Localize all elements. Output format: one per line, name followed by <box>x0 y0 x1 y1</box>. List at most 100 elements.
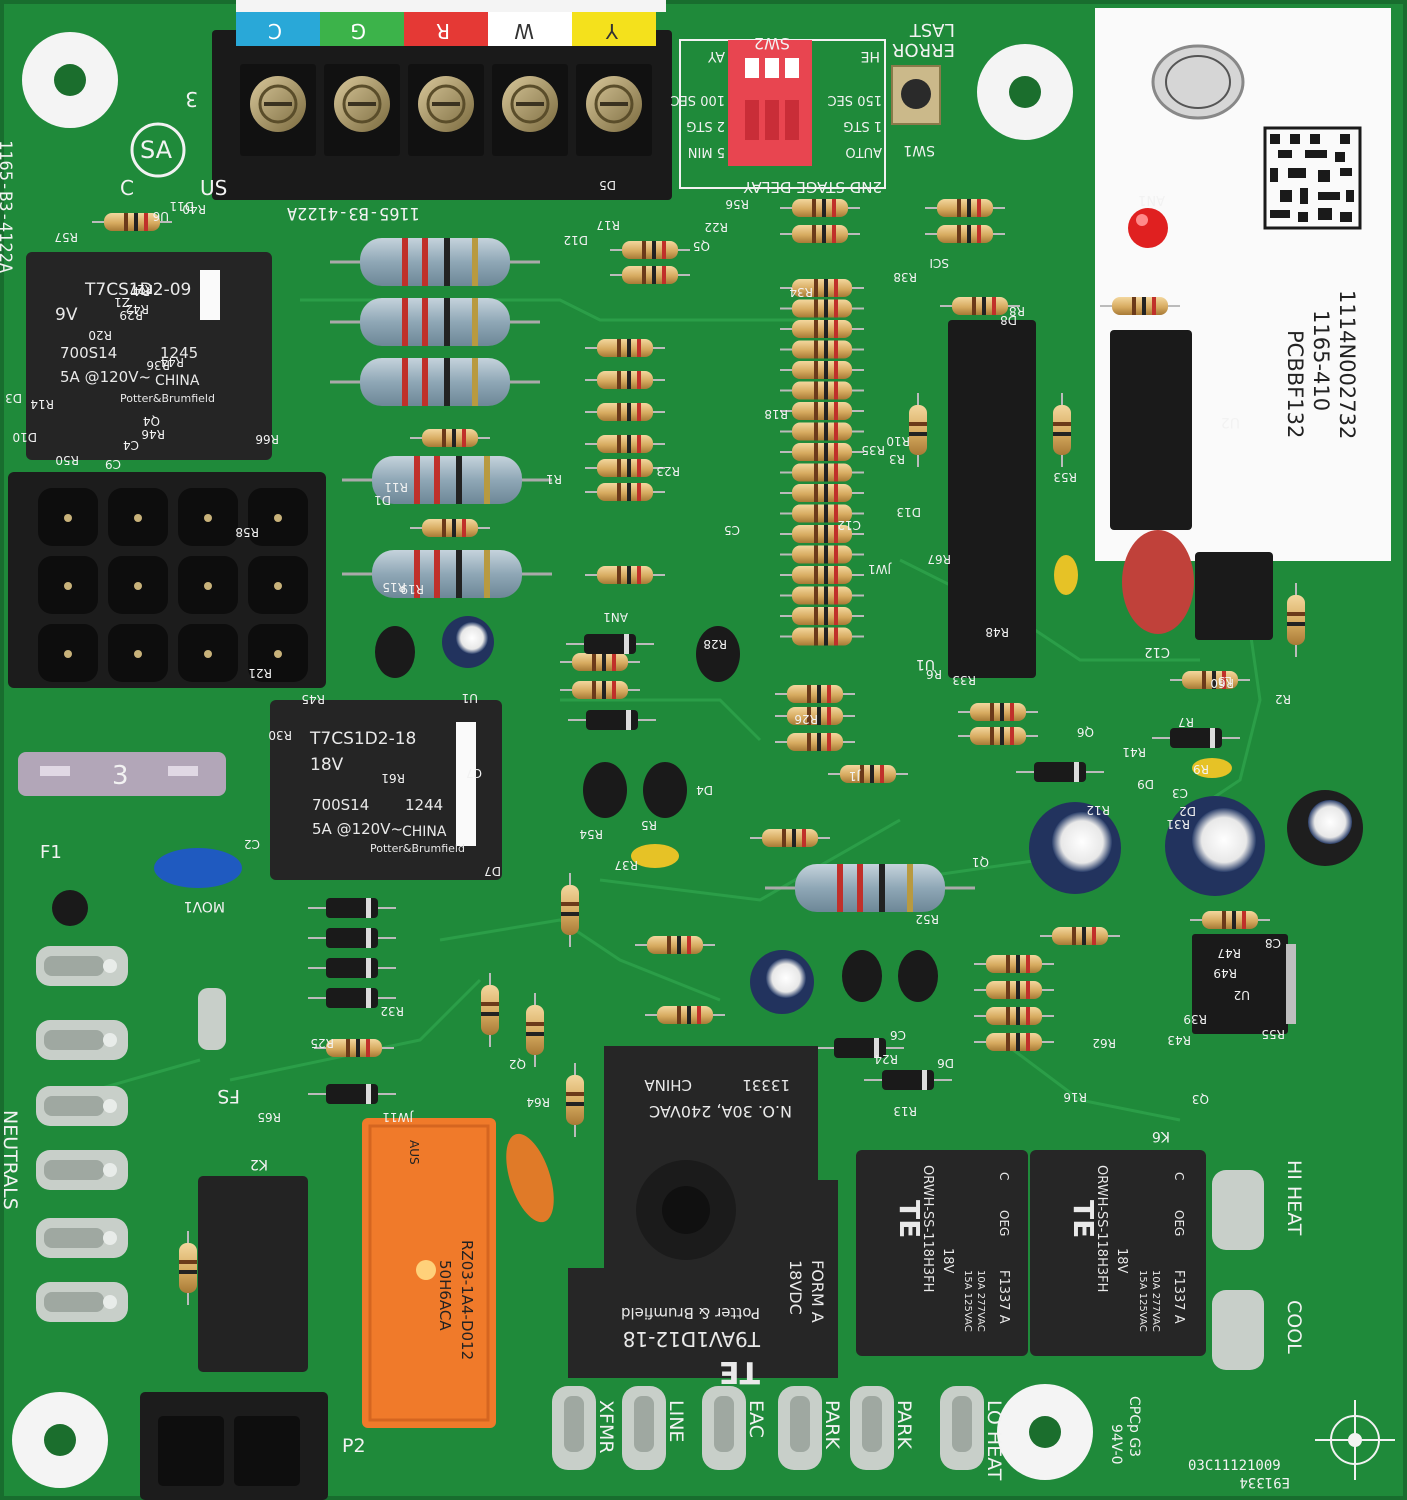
bottom-spade[interactable] <box>850 1386 894 1470</box>
sw1-line2: ERROR <box>892 39 955 60</box>
relay-k3-brand: Potter & Brumfield <box>621 1304 760 1322</box>
bottom-spade[interactable] <box>552 1386 596 1470</box>
relay-k1-rating: 5A @120V~ <box>60 368 151 386</box>
connector-pin <box>38 488 98 546</box>
relay-k6-oeg: OEG <box>1172 1210 1186 1236</box>
connector-pin <box>248 488 308 546</box>
resistor <box>780 627 864 646</box>
component-ref: R62 <box>1092 1036 1116 1050</box>
component-ref: JW1 <box>868 562 892 576</box>
sw2-name: SW2 <box>754 34 790 53</box>
component-ref: L3 <box>1218 674 1232 688</box>
resistor <box>775 685 855 703</box>
cert-logo-text: SA <box>140 136 173 164</box>
label-line-3: PCBBF132 <box>1283 330 1307 438</box>
relay-k1-model: T7CS1D2-09 <box>84 280 191 300</box>
resistor <box>526 993 544 1067</box>
component-ref: D8 <box>1000 313 1017 327</box>
connector-pin <box>108 624 168 682</box>
resistor <box>585 371 665 389</box>
component-ref: R45 <box>301 692 325 706</box>
component-ref: R42 <box>125 302 149 316</box>
component-ref: R27 <box>129 282 153 296</box>
fs-spade-terminal[interactable] <box>198 988 226 1050</box>
resistor <box>974 981 1054 999</box>
relay-k4-coil: 18V <box>940 1248 955 1274</box>
relay-k2: K2 <box>198 1156 308 1372</box>
resistor <box>610 241 690 259</box>
bottom-spade[interactable] <box>940 1386 984 1470</box>
diode <box>308 928 396 948</box>
component-ref: R67 <box>927 552 951 566</box>
resistor <box>481 973 499 1047</box>
relay-k6-model: ORWH-SS-118H3FH <box>1094 1165 1109 1292</box>
component-ref: C6 <box>890 1028 906 1042</box>
relay-k4-logo: TE <box>893 1200 926 1238</box>
relay-k3-model: T9AV1D12-18 <box>623 1327 761 1351</box>
bottom-label: PARK <box>821 1400 843 1449</box>
neutral-spade[interactable] <box>36 1282 128 1322</box>
relay-k7-brand: Potter&Brumfield <box>370 842 465 855</box>
neutral-spade[interactable] <box>36 1086 128 1126</box>
component-ref: R14 <box>30 397 54 411</box>
terminal-r[interactable]: R <box>404 12 488 156</box>
label-line-1: 1114N002732 <box>1335 290 1359 439</box>
component-ref: R44 <box>160 355 184 369</box>
power-resistors <box>330 238 975 912</box>
sw1-name: SW1 <box>903 142 935 158</box>
terminal-w[interactable]: W <box>488 12 572 156</box>
relay-k7-rating: 5A @120V~ <box>312 820 403 838</box>
relay-k7-code: 700S14 <box>312 796 369 814</box>
component-ref: R53 <box>1053 470 1077 484</box>
resistor <box>1170 671 1250 689</box>
svg-text:U1: U1 <box>916 656 935 672</box>
resistor <box>909 393 927 467</box>
connector-pin <box>108 556 168 614</box>
fs-label: FS <box>217 1085 240 1107</box>
board-code: 03C11121009 <box>1188 1458 1281 1474</box>
bottom-spade[interactable] <box>778 1386 822 1470</box>
right-spade-terminals[interactable] <box>1212 1170 1264 1370</box>
bottom-spade-terminals[interactable] <box>552 1386 984 1470</box>
neutral-spade[interactable] <box>36 1020 128 1060</box>
terminal-y[interactable]: Y <box>572 12 656 156</box>
terminal-block-part: 1165-B3-4122A <box>287 203 420 223</box>
resistor <box>780 525 864 543</box>
resistor <box>780 504 864 523</box>
resistor <box>635 936 715 954</box>
hi-heat-label: HI HEAT <box>1283 1160 1305 1236</box>
component-ref: R41 <box>1122 745 1146 759</box>
component-ref: R39 <box>1183 1012 1207 1026</box>
relay-k7: T7CS1D2-18 18V 700S14 1244 5A @120V~ CHI… <box>270 700 502 880</box>
terminal-c[interactable]: C <box>236 12 320 156</box>
bottom-label: LINE <box>665 1400 687 1442</box>
bottom-spade[interactable] <box>622 1386 666 1470</box>
diode <box>308 1084 396 1104</box>
component-ref: D6 <box>937 1056 954 1070</box>
fuse-f1[interactable]: 3 F1 <box>18 752 226 863</box>
component-ref: R22 <box>704 220 728 234</box>
mov-ref: MOV1 <box>184 898 225 914</box>
resistor <box>780 279 864 297</box>
component-ref: R64 <box>526 1095 550 1109</box>
twelve-pin-molex-connector[interactable] <box>8 472 326 688</box>
terminal-letter: Y <box>605 19 619 43</box>
component-ref: Z1 <box>114 295 130 309</box>
terminal-g[interactable]: G <box>320 12 404 156</box>
component-ref: U6 <box>153 209 169 223</box>
bottom-spade[interactable] <box>702 1386 746 1470</box>
component-ref: R10 <box>886 434 910 448</box>
neutral-spade[interactable] <box>36 946 128 986</box>
diode <box>568 710 656 730</box>
neutral-spade-terminals[interactable] <box>36 946 128 1322</box>
resistor <box>645 1006 725 1024</box>
ul-code: E91334 <box>1239 1474 1290 1490</box>
neutral-spade[interactable] <box>36 1150 128 1190</box>
component-ref: R49 <box>1213 966 1237 980</box>
p2-connector[interactable]: P2 <box>140 1392 366 1500</box>
component-ref: D4 <box>696 783 713 797</box>
neutral-spade[interactable] <box>36 1218 128 1258</box>
component-ref: R35 <box>861 443 885 457</box>
sw1-last-error-button[interactable]: LAST ERROR SW1 <box>891 19 955 158</box>
